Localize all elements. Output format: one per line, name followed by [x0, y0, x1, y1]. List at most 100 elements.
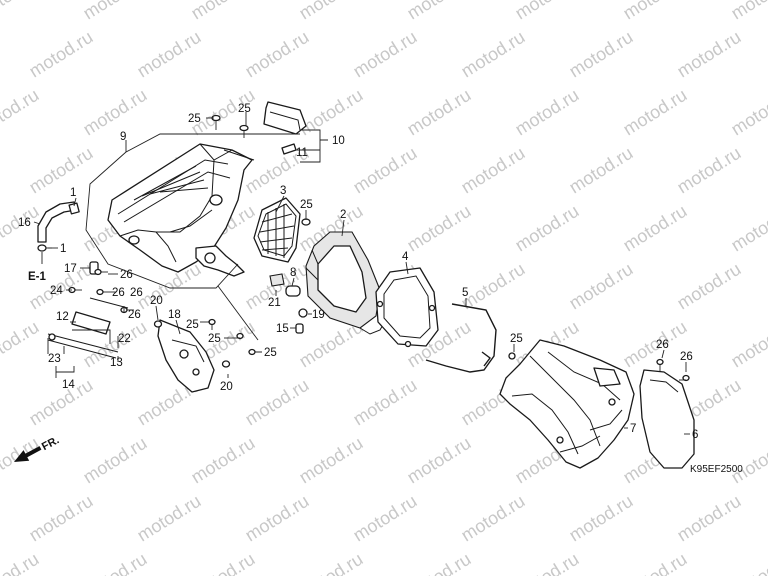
watermark-text: motod.ru [350, 491, 421, 546]
callout-25f: 25 [264, 347, 277, 359]
callout-26a: 26 [120, 269, 133, 281]
watermark-text: motod.ru [242, 491, 313, 546]
watermark-text: motod.ru [134, 27, 205, 82]
callout-15: 15 [276, 323, 289, 335]
watermark-text: motod.ru [242, 375, 313, 430]
part-16-breather-tube [37, 201, 80, 243]
watermark-text: motod.ru [728, 549, 768, 576]
watermark-text: motod.ru [188, 0, 259, 23]
callout-13: 13 [110, 357, 123, 369]
callout-16: 16 [18, 217, 31, 229]
part-21-grommet [269, 273, 285, 287]
watermark-text: motod.ru [0, 549, 42, 576]
watermark-text: motod.ru [620, 201, 691, 256]
watermark-text: motod.ru [188, 433, 259, 488]
watermark-text: motod.ru [458, 143, 529, 198]
watermark-text: motod.ru [188, 549, 259, 576]
watermark-text: motod.ru [350, 27, 421, 82]
watermark-text: motod.ru [728, 0, 768, 23]
callout-9: 9 [120, 131, 126, 143]
watermark-text: motod.ru [350, 375, 421, 430]
watermark-text: motod.ru [620, 549, 691, 576]
callout-25e: 25 [208, 333, 221, 345]
watermark-text: motod.ru [80, 85, 151, 140]
callout-26f: 26 [680, 351, 693, 363]
part-18-lower-bracket [157, 319, 215, 393]
watermark-text: motod.ru [728, 433, 768, 488]
callout-18: 18 [168, 309, 181, 321]
callout-17: 17 [64, 263, 77, 275]
watermark-text: motod.ru [620, 317, 691, 372]
watermark-text: motod.ru [728, 317, 768, 372]
watermark-text: motod.ru [134, 491, 205, 546]
watermark-text: motod.ru [26, 375, 97, 430]
watermark-text: motod.ru [512, 549, 583, 576]
part-2-air-element [305, 231, 389, 335]
callout-1b: 1 [60, 243, 66, 255]
watermark-text: motod.ru [404, 85, 475, 140]
callout-25c: 25 [300, 199, 313, 211]
watermark-text: motod.ru [566, 27, 637, 82]
callout-3: 3 [280, 185, 286, 197]
part-9-air-cleaner-case [107, 143, 255, 277]
watermark-text: motod.ru [80, 433, 151, 488]
callout-6: 6 [692, 429, 698, 441]
part-6-side-panel [639, 369, 695, 469]
part-5-clip [425, 303, 497, 373]
callout-8: 8 [290, 267, 296, 279]
leader-lines [33, 112, 690, 435]
watermark-text: motod.ru [296, 549, 367, 576]
watermark-text: motod.ru [566, 143, 637, 198]
direction-label: FR. [40, 434, 61, 453]
watermark-text: motod.ru [80, 0, 151, 23]
part-19-clip [298, 308, 308, 318]
watermark-text: motod.ru [404, 433, 475, 488]
callout-5: 5 [462, 287, 468, 299]
callout-25d: 25 [186, 319, 199, 331]
watermark-text: motod.ru [674, 27, 745, 82]
part-4-gasket [375, 267, 439, 348]
watermark-text: motod.ru [674, 259, 745, 314]
watermark-text: motod.ru [674, 143, 745, 198]
callout-26c: 26 [130, 287, 143, 299]
watermark-text: motod.ru [26, 491, 97, 546]
callout-25a: 25 [188, 113, 201, 125]
callout-4: 4 [402, 251, 409, 263]
part-15-nut [295, 323, 304, 334]
callout-labels: 9 25 25 10 11 3 25 2 4 5 1 16 1 E-1 17 2… [18, 103, 743, 475]
callout-26d: 26 [128, 309, 141, 321]
watermark-text: motod.ru [296, 433, 367, 488]
callout-26e: 26 [656, 339, 669, 351]
callout-20a: 20 [150, 295, 163, 307]
watermark-text: motod.ru [0, 0, 42, 23]
watermark-text: motod.ru [566, 491, 637, 546]
watermark-text: motod.ru [620, 0, 691, 23]
watermark-text: motod.ru [26, 27, 97, 82]
watermark-text: motod.ru [0, 317, 42, 372]
watermark-text: motod.ru [674, 491, 745, 546]
watermark-text: motod.ru [242, 27, 313, 82]
section-ref-label: E-1 [28, 271, 47, 283]
part-10-bracket [263, 101, 307, 155]
part-8-collar [285, 285, 301, 297]
callout-19: 19 [312, 309, 325, 321]
watermark-text: motod.ru [80, 549, 151, 576]
watermark-text: motod.ru [458, 491, 529, 546]
callout-25g: 25 [510, 333, 523, 345]
part-3-element-frame [253, 197, 301, 263]
arrow-left-icon [14, 446, 42, 462]
watermark-text: motod.ru [296, 0, 367, 23]
watermark-text: motod.ru [350, 143, 421, 198]
callout-26b: 26 [112, 287, 125, 299]
watermark-text: motod.ru [0, 85, 42, 140]
callout-20b: 20 [220, 381, 233, 393]
callout-1a: 1 [70, 187, 76, 199]
watermark-text: motod.ru [512, 0, 583, 23]
watermark-text: motod.ru [728, 201, 768, 256]
callout-2: 2 [340, 209, 346, 221]
callout-11: 11 [296, 147, 308, 159]
callout-22: 22 [118, 333, 131, 345]
callout-23: 23 [48, 353, 61, 365]
callout-21: 21 [268, 297, 281, 309]
